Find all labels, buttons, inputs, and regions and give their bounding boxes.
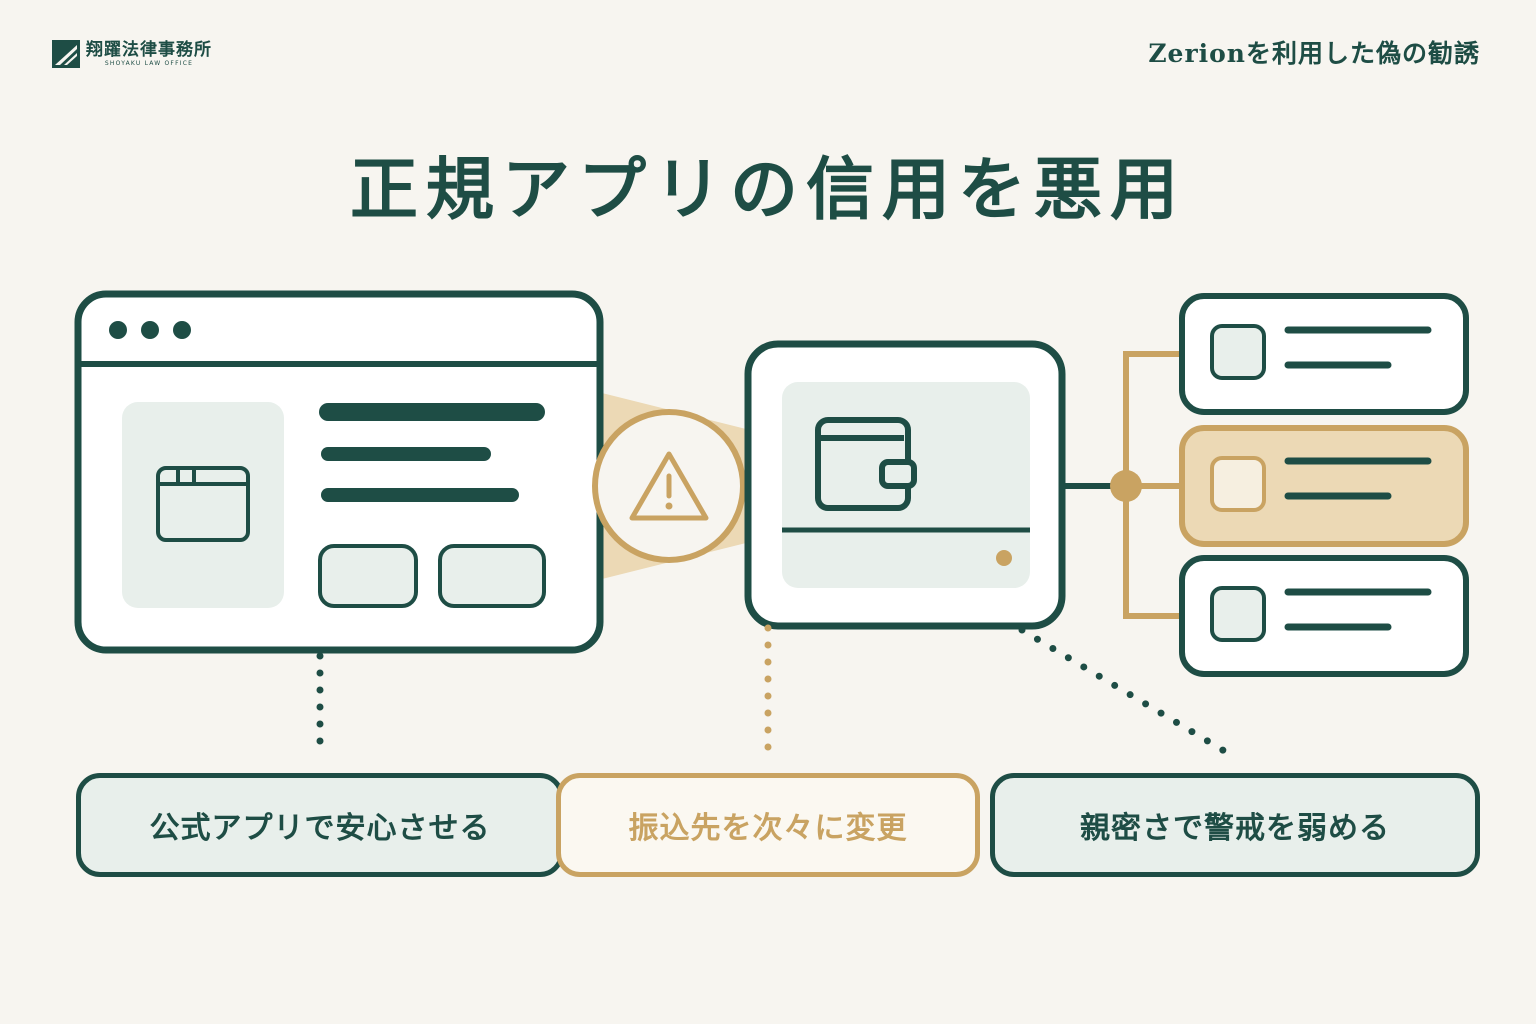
account-entry-icon (1210, 324, 1266, 380)
window-dot-2 (141, 321, 159, 339)
wallet-icon (815, 417, 917, 511)
app-window-icon (156, 466, 250, 542)
warning-triangle-icon (629, 451, 709, 521)
browser-button-2 (438, 544, 546, 608)
image-panel (122, 402, 284, 608)
label-intimacy-lowers-guard: 親密さで警戒を弱める (990, 773, 1480, 877)
account-entry-icon (1210, 586, 1266, 642)
account-card-2-highlighted (1179, 425, 1469, 547)
window-dot-1 (109, 321, 127, 339)
topic-heading: Zerionを利用した偽の勧誘 (1148, 39, 1480, 68)
wallet-card (744, 340, 1066, 630)
window-dot-3 (173, 321, 191, 339)
account-card-3 (1179, 555, 1469, 677)
page-title: 正規アプリの信用を悪用 (349, 150, 1186, 230)
account-connector (1062, 351, 1182, 619)
account-entry-icon (1210, 456, 1266, 512)
browser-button-1 (318, 544, 418, 608)
account-card-1 (1179, 293, 1469, 415)
logo-mark-icon (52, 40, 80, 68)
logo-subtitle: SHOYAKU LAW OFFICE (104, 60, 194, 67)
wallet-status-dot (996, 550, 1012, 566)
logo-name: 翔躍法律事務所 (86, 40, 212, 60)
label-official-app-reassure: 公式アプリで安心させる (76, 773, 564, 877)
label-changing-transfer-account: 振込先を次々に変更 (556, 773, 980, 877)
leader-right (1018, 626, 1230, 756)
browser-window (74, 290, 604, 654)
logo: 翔躍法律事務所 SHOYAKU LAW OFFICE (52, 40, 212, 68)
warning-badge (592, 409, 746, 563)
